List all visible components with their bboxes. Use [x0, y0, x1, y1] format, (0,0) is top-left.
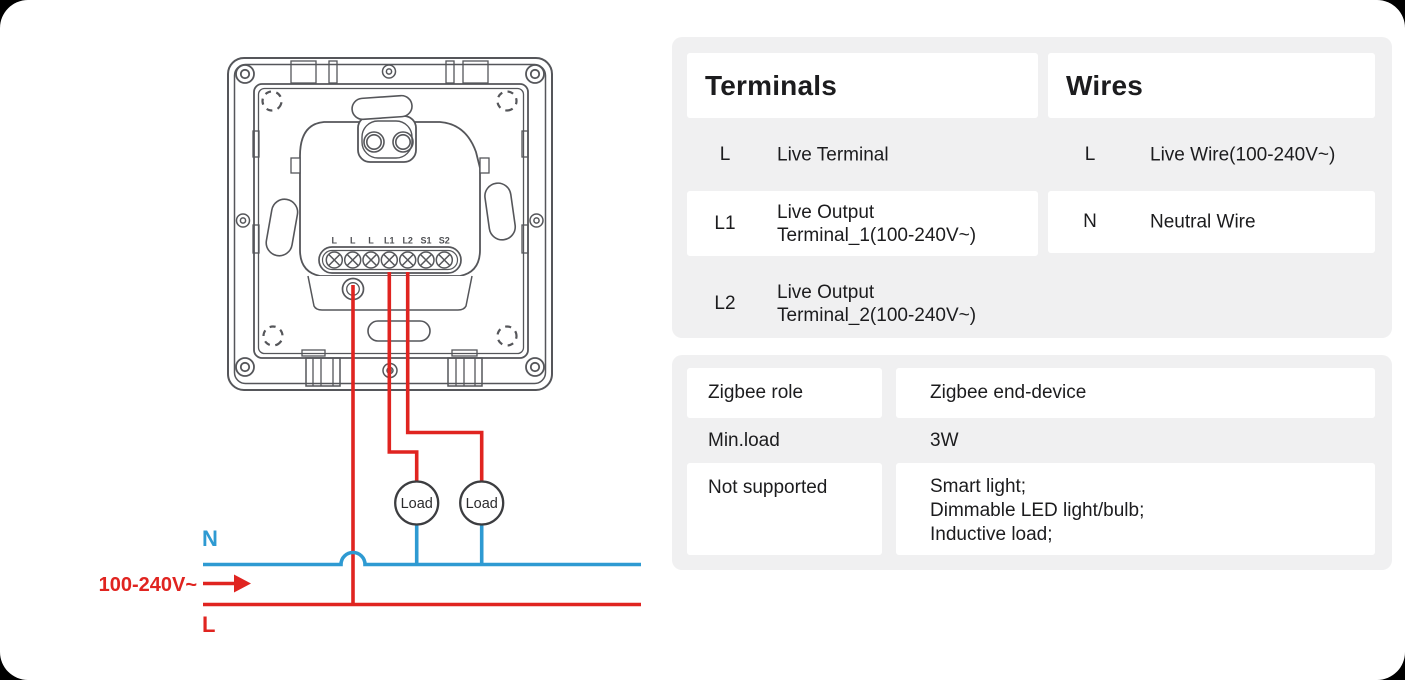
load-1-label: Load — [401, 496, 433, 512]
load-2-circle — [459, 480, 505, 526]
terminal-desc: Live Output Terminal_2(100-240V~) — [777, 281, 976, 327]
terminal-key: L1 — [714, 212, 736, 234]
terminal-desc: Live Terminal — [777, 143, 889, 166]
terminal-label: S1 — [420, 236, 431, 246]
spec-value: 3W — [930, 429, 959, 451]
plate-cutouts — [265, 94, 517, 342]
spec-value-line: Smart light; — [930, 476, 1027, 497]
terminal-desc-line: Live Output — [777, 201, 875, 223]
terminal-desc-line: Live Output — [777, 282, 875, 303]
load-2-label: Load — [466, 496, 498, 512]
wire-key: L — [1084, 143, 1096, 165]
terminals-header-cell: Terminals — [687, 53, 1038, 118]
spec-value-lines: Smart light; Dimmable LED light/bulb; In… — [930, 475, 1144, 547]
terminals-header: Terminals — [705, 69, 837, 101]
spec-label-cell: Min.load — [687, 418, 882, 463]
spec-label: Zigbee role — [708, 382, 804, 403]
wire-l1-output — [387, 272, 419, 482]
spec-label-cell: Zigbee role — [687, 368, 882, 418]
wires-header-cell: Wires — [1048, 53, 1375, 118]
specs-table: Zigbee role Zigbee end-device Min.load 3… — [672, 355, 1392, 570]
bottom-clip — [447, 349, 483, 387]
bottom-clip — [301, 349, 341, 387]
module-top-tab — [357, 115, 417, 163]
wire-key: N — [1083, 211, 1097, 232]
neutral-line — [203, 550, 641, 567]
spec-label: Min.load — [708, 429, 780, 451]
spec-value-line: Inductive load; — [930, 524, 1053, 545]
terminals-row-l1: L1 Live Output Terminal_1(100-240V~) — [687, 191, 1038, 256]
terminal-desc-line: Live Terminal — [777, 144, 889, 165]
wire-desc-line: Live Wire(100-240V~) — [1150, 144, 1336, 165]
terminal-screws — [325, 251, 454, 269]
top-clip — [290, 60, 317, 84]
terminal-desc-line: Terminal_1(100-240V~) — [777, 224, 977, 246]
top-clip — [445, 60, 455, 84]
top-clip — [462, 60, 489, 84]
wire-desc: Neutral Wire — [1150, 211, 1256, 234]
terminals-wires-table: Terminals Wires L Live Terminal L1 Live … — [672, 37, 1392, 338]
wires-header: Wires — [1066, 69, 1144, 101]
terminal-key: L — [719, 143, 731, 165]
terminal-label: L1 — [384, 236, 395, 246]
wires-row-l: L Live Wire(100-240V~) — [1038, 118, 1392, 191]
terminal-strip-labels: L L L L1 L2 S1 S2 — [332, 236, 450, 246]
terminals-row-l: L Live Terminal — [672, 118, 1038, 191]
voltage-arrow-icon — [203, 574, 251, 593]
load-1-circle — [394, 480, 440, 526]
loads: Load Load — [394, 480, 505, 526]
wiring-diagram: L L L L1 L2 S1 S2 — [0, 0, 672, 680]
terminal-desc-line: Terminal_2(100-240V~) — [777, 305, 977, 326]
dashed-rings — [261, 90, 518, 347]
wire-desc: Live Wire(100-240V~) — [1150, 143, 1335, 166]
wires-row-n: N Neutral Wire — [1048, 191, 1375, 253]
terminals-row-l2: L2 Live Output Terminal_2(100-240V~) — [672, 263, 1038, 345]
terminal-label: S2 — [439, 236, 450, 246]
corner-screws — [235, 64, 545, 377]
spec-value-cell: 3W — [896, 418, 1375, 463]
spec-value: Zigbee end-device — [930, 382, 1087, 403]
spec-value-cell: Zigbee end-device — [896, 368, 1375, 418]
wire-desc-line: Neutral Wire — [1150, 211, 1256, 233]
terminal-label: L — [368, 236, 374, 246]
spec-value-cell: Smart light; Dimmable LED light/bulb; In… — [896, 463, 1375, 555]
terminal-key: L2 — [714, 293, 736, 314]
terminal-label: L2 — [402, 236, 413, 246]
terminal-desc: Live Output Terminal_1(100-240V~) — [777, 201, 976, 247]
wall-switch-diagram: L L L L1 L2 S1 S2 — [99, 57, 641, 637]
spec-value-line: Dimmable LED light/bulb; — [930, 500, 1145, 521]
terminal-label: L — [332, 236, 338, 246]
neutral-line-label: N — [202, 526, 218, 551]
spec-label: Not supported — [708, 477, 828, 498]
voltage-label: 100-240V~ — [99, 574, 197, 596]
terminal-label: L — [350, 236, 356, 246]
wire-l2-output — [405, 272, 484, 482]
top-clip — [328, 60, 338, 84]
spec-label-cell: Not supported — [687, 463, 882, 555]
live-line-label: L — [202, 612, 215, 637]
neutral-wires — [203, 524, 641, 567]
